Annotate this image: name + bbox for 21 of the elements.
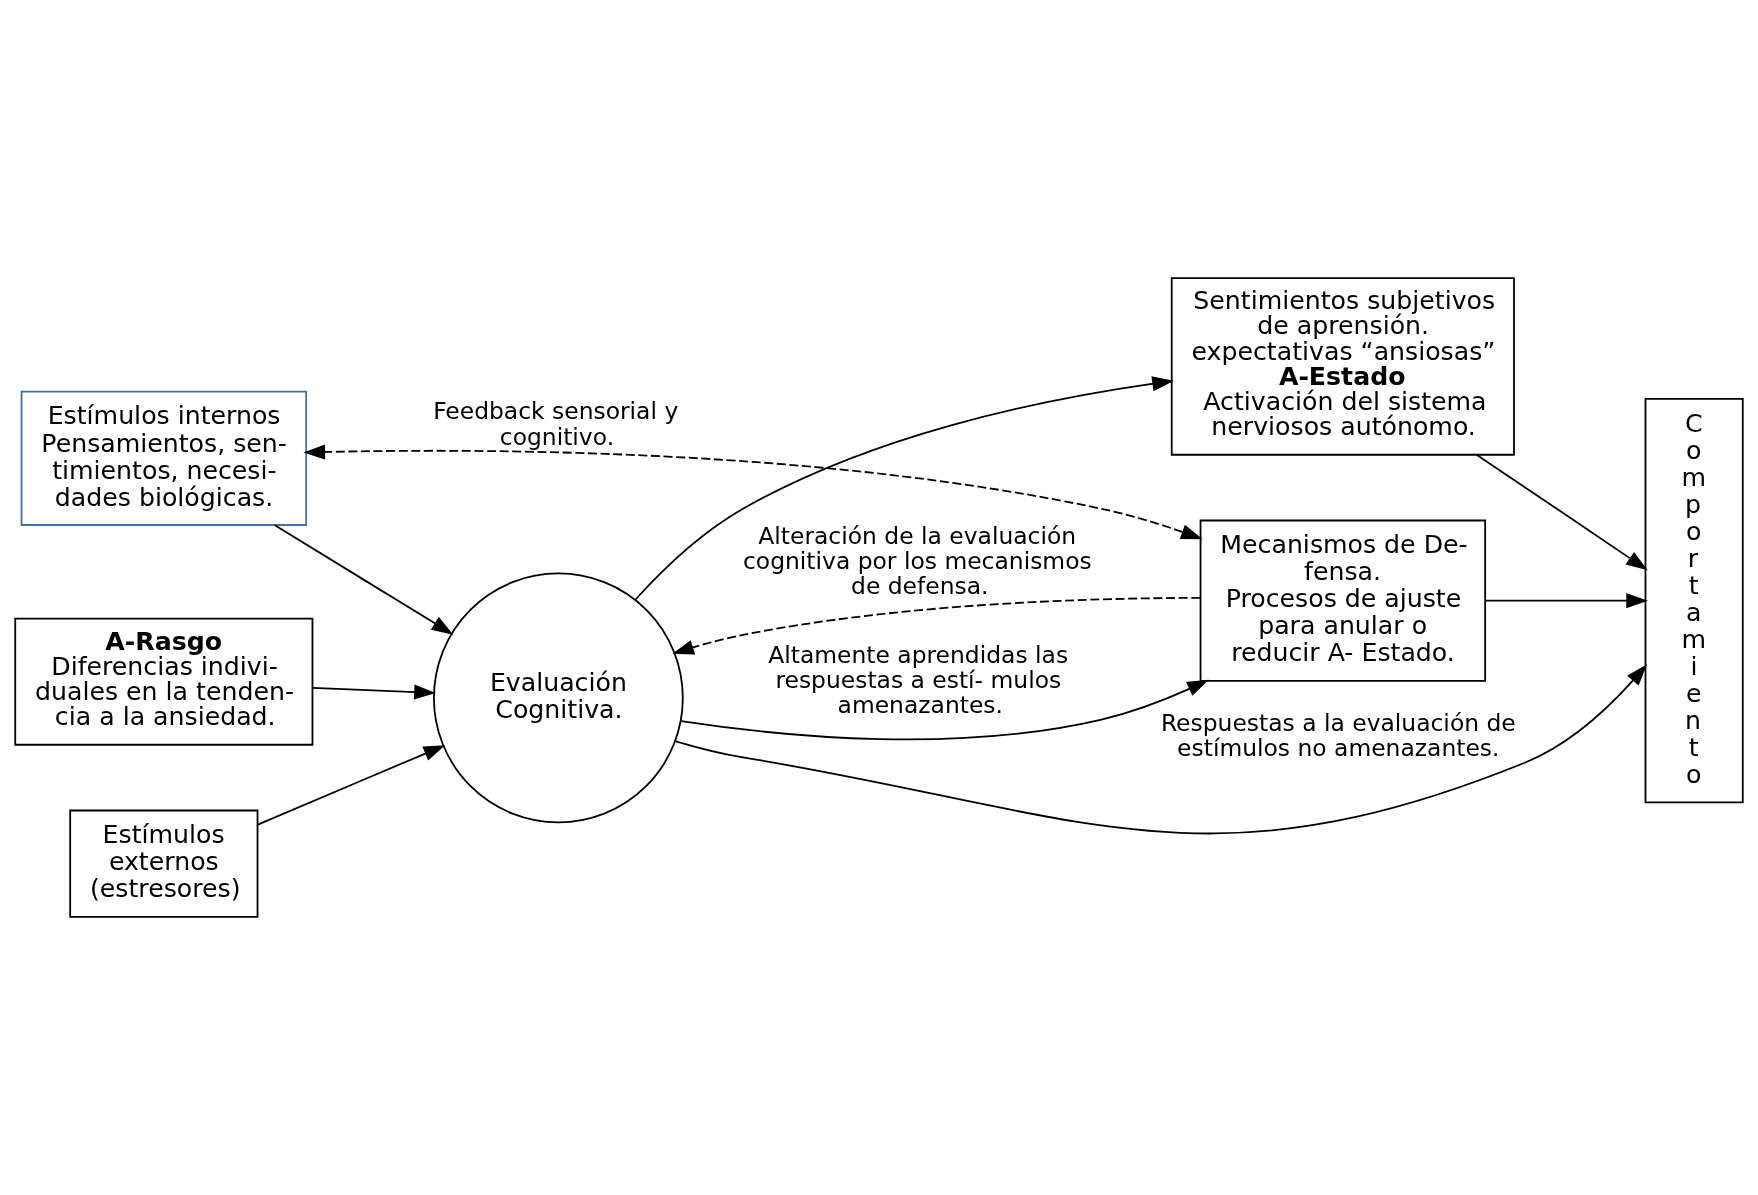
node-box: Estímulos internos Pensamientos, sen- timientos, necesi- dades biológicas. (20, 390, 308, 526)
edge-label: Feedback sensorial y cognitivo. (433, 397, 679, 451)
arrow (675, 664, 1648, 835)
arrow (634, 376, 1174, 601)
edge-label: Respuestas a la evaluación de estímulos no amenazantes. (1160, 709, 1516, 763)
node-box: Sentimientos subjetivos de aprensión. expectativas “ansiosas” A-Estado Activación del sistema nerviosos autónomo. (1170, 277, 1515, 456)
arrow (303, 444, 1203, 540)
arrow (672, 597, 1201, 655)
node-circle: Evaluación Cognitiva. (433, 572, 684, 824)
arrow (1476, 454, 1648, 571)
node-box: Mecanismos de De- fensa. Procesos de ajuste para anular o reducir A- Estado. (1199, 519, 1487, 682)
arrow (680, 679, 1209, 741)
arrow (312, 684, 436, 700)
arrow (273, 524, 454, 635)
node-box: Estímulos externos (estresores) (69, 809, 259, 918)
edge-label: Alteración de la evaluación cognitiva por los mecanismos de defensa. (743, 521, 1092, 601)
node-box: Comportamiento (1644, 398, 1744, 804)
edge-label: Altamente aprendidas las respuestas a estí- mulos amenazantes. (768, 640, 1069, 720)
node-box: A-Rasgo Diferencias indivi- duales en la tenden- cia a la ansiedad. (14, 617, 314, 746)
arrow (1484, 593, 1648, 609)
arrow (256, 745, 446, 826)
